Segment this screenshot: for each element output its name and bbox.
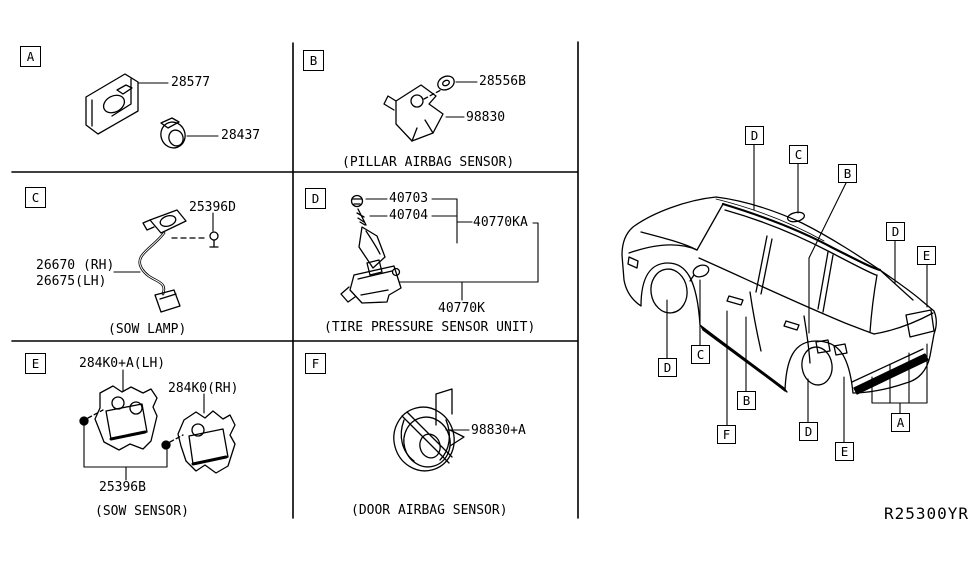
headlight: [628, 257, 638, 268]
part-label-c0: 25396D: [189, 200, 236, 215]
grid-divider-lines: [12, 42, 578, 518]
part-label-d0: 40703: [389, 191, 429, 206]
part-label-e2: 25396B: [99, 480, 146, 495]
roof-antenna-fin: [787, 211, 805, 223]
panel-e-leader-lines: [84, 370, 204, 480]
panel-a-letter: A: [20, 46, 41, 67]
roof-rail-inner: [725, 210, 876, 275]
trunk-line: [874, 313, 933, 334]
rear-glass: [880, 270, 913, 300]
b-pillar: [756, 236, 772, 294]
panel-d-leader-lines: [366, 199, 538, 300]
panel-a-part-sketch: [86, 74, 189, 151]
cowl-line: [641, 232, 697, 250]
panel-e-caption: (SOW SENSOR): [95, 504, 189, 519]
car-callout-b-door: B: [737, 391, 756, 410]
car-body-outline: [622, 197, 936, 393]
front-wheel: [648, 267, 690, 316]
part-label-c1: 26670 (RH): [36, 258, 115, 273]
side-mirror: [692, 263, 711, 279]
car-callout-a-sonar: A: [891, 413, 910, 432]
rear-wheel: [800, 345, 835, 387]
front-door-handle: [727, 296, 743, 305]
part-label-e0: 284K0+A(LH): [79, 356, 166, 371]
rear-door-handle: [784, 321, 799, 330]
panel-b-letter: B: [303, 50, 324, 71]
panel-a-leader-lines: [138, 83, 218, 136]
panel-d-caption: (TIRE PRESSURE SENSOR UNIT): [324, 320, 536, 335]
part-label-f0: 98830+A: [471, 423, 526, 438]
part-label-e1: 284K0(RH): [168, 381, 239, 396]
panel-d-part-sketch: [341, 196, 401, 304]
car-callout-e-rear-lower: E: [835, 442, 854, 461]
panel-f-caption: (DOOR AIRBAG SENSOR): [351, 503, 508, 518]
car-callout-e-rear-upper: E: [917, 246, 936, 265]
part-label-d3: 40770K: [438, 301, 485, 316]
rocker-band: [701, 326, 787, 392]
panel-d-letter: D: [305, 188, 326, 209]
panel-f-part-sketch: [387, 389, 464, 478]
a-pillar: [697, 204, 723, 250]
roof-rail: [723, 204, 880, 270]
panel-c-part-sketch: [140, 210, 218, 312]
panel-c-letter: C: [25, 187, 46, 208]
leader-b-pillar: [809, 183, 846, 333]
part-label-b1: 98830: [466, 110, 506, 125]
panel-e-part-sketch: [80, 386, 235, 473]
panel-b-part-sketch: [384, 74, 456, 141]
part-label-c2: 26675(LH): [36, 274, 107, 289]
car-callout-d-trunk: D: [886, 222, 905, 241]
panel-c-leader-lines: [114, 213, 213, 272]
car-callout-d-front-wheel: D: [658, 358, 677, 377]
panel-b-caption: (PILLAR AIRBAG SENSOR): [342, 155, 515, 170]
part-label-d1: 40704: [389, 208, 429, 223]
quarter-pillar: [870, 275, 877, 332]
beltline: [699, 258, 874, 334]
car-callout-b-pillar: B: [838, 164, 857, 183]
car-callout-f-door: F: [717, 425, 736, 444]
front-door-gap: [750, 292, 761, 351]
c-pillar: [818, 252, 833, 312]
part-label-a0: 28577: [171, 75, 211, 90]
part-label-d2: 40770KA: [473, 215, 528, 230]
fuel-door: [816, 340, 830, 353]
car-callout-d-roof: D: [745, 126, 764, 145]
panel-c-caption: (SOW LAMP): [108, 322, 187, 337]
tail-lamp: [906, 310, 934, 337]
car-callout-d-rear-wheel: D: [799, 422, 818, 441]
side-marker: [834, 344, 847, 355]
car-leader-lines: [667, 145, 927, 442]
car-callout-c-antenna: C: [789, 145, 808, 164]
rear-door-gap: [804, 316, 810, 363]
panel-e-letter: E: [25, 353, 46, 374]
diagram-ref-code: R25300YR: [884, 504, 970, 523]
rear-bumper-line: [852, 349, 923, 382]
panel-b-leader-lines: [446, 82, 477, 117]
part-label-b0: 28556B: [479, 74, 526, 89]
rear-sonar-bracket: [872, 344, 927, 413]
panel-f-letter: F: [305, 353, 326, 374]
far-roof-rail: [716, 199, 824, 241]
part-label-a1: 28437: [221, 128, 261, 143]
car-callout-c-mirror: C: [691, 345, 710, 364]
